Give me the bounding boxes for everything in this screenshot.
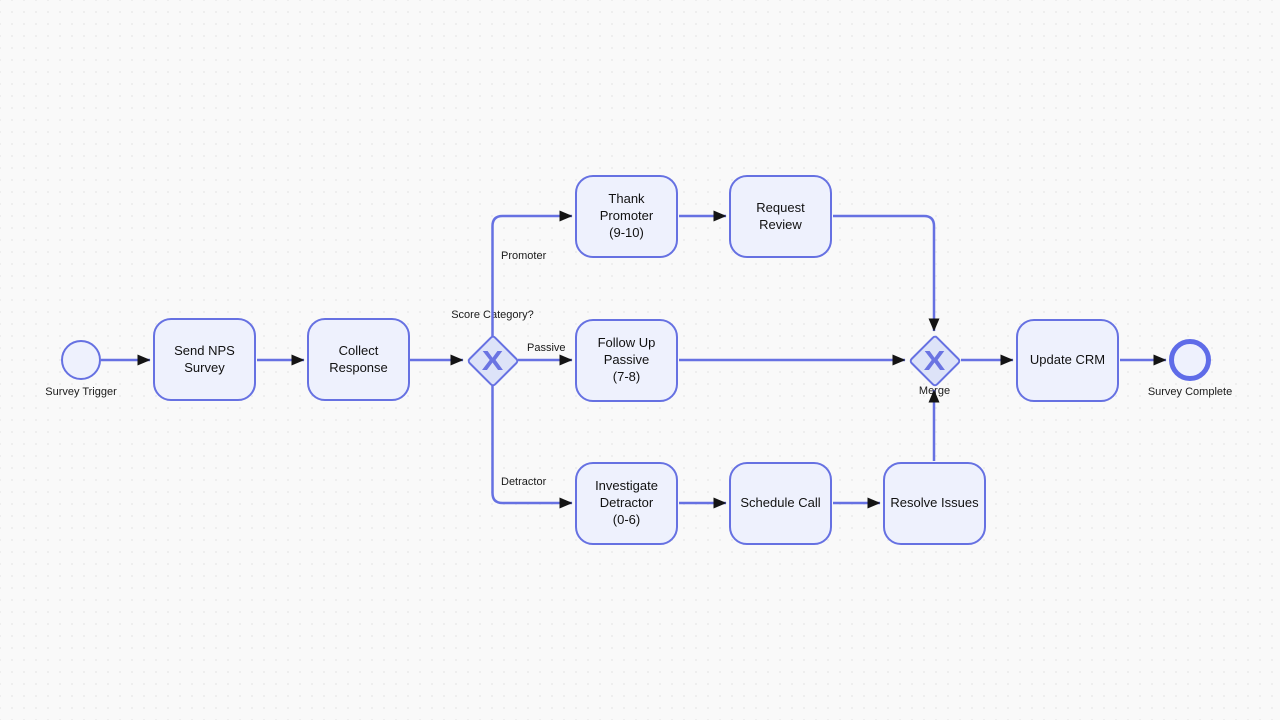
task-request-review-label: Request Review	[756, 199, 805, 232]
task-collect-response-label: Collect Response	[329, 342, 388, 375]
edge-label-passive: Passive	[527, 342, 566, 354]
task-schedule-call-label: Schedule Call	[740, 495, 821, 511]
end-event-circle[interactable]	[1169, 339, 1211, 381]
gateway-score-category-label: Score Category?	[451, 309, 534, 321]
task-send-nps-survey-label: Send NPS Survey	[174, 342, 235, 375]
task-send-nps-survey[interactable]: Send NPS Survey	[153, 318, 256, 401]
task-investigate-detractor-label: Investigate Detractor (0-6)	[595, 478, 658, 527]
gateway-merge[interactable]: X	[907, 333, 962, 388]
task-resolve-issues-label: Resolve Issues	[890, 495, 979, 511]
task-collect-response[interactable]: Collect Response	[307, 318, 410, 401]
task-thank-promoter-label: Thank Promoter (9-10)	[599, 191, 654, 240]
task-thank-promoter[interactable]: Thank Promoter (9-10)	[575, 175, 678, 258]
task-investigate-detractor[interactable]: Investigate Detractor (0-6)	[575, 462, 678, 545]
task-request-review[interactable]: Request Review	[729, 175, 832, 258]
start-event-label: Survey Trigger	[45, 386, 117, 398]
edge-request-to-merge	[833, 214, 940, 332]
exclusive-gateway-x-icon: X	[923, 344, 946, 376]
exclusive-gateway-x-icon: X	[481, 344, 504, 376]
task-follow-up-passive[interactable]: Follow Up Passive (7-8)	[575, 319, 678, 402]
task-update-crm[interactable]: Update CRM	[1016, 319, 1119, 402]
start-event-circle[interactable]	[61, 340, 101, 380]
task-schedule-call[interactable]: Schedule Call	[729, 462, 832, 545]
edge-label-promoter: Promoter	[501, 250, 547, 262]
end-event-label: Survey Complete	[1147, 386, 1233, 398]
gateway-score-category[interactable]: X	[465, 333, 520, 388]
task-follow-up-passive-label: Follow Up Passive (7-8)	[597, 335, 656, 384]
task-update-crm-label: Update CRM	[1029, 352, 1106, 368]
task-resolve-issues[interactable]: Resolve Issues	[883, 462, 986, 545]
edge-label-detractor: Detractor	[501, 476, 547, 488]
